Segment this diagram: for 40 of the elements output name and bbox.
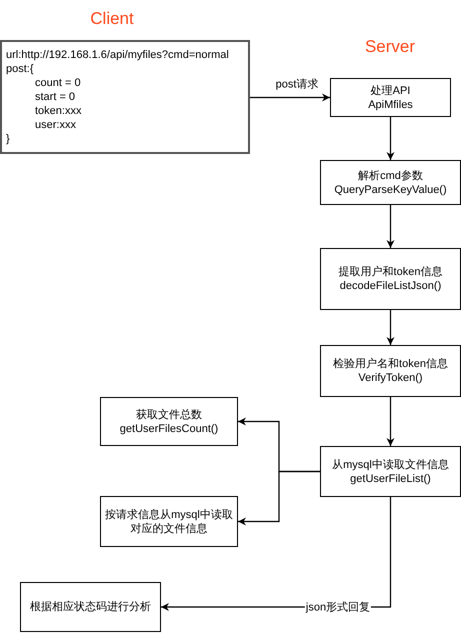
process-box bbox=[320, 160, 461, 205]
node-text: 解析cmd参数 bbox=[358, 168, 423, 182]
edge-label: json形式回复 bbox=[304, 600, 372, 614]
code-line: token:xxx bbox=[34, 104, 82, 118]
arrow bbox=[386, 117, 394, 160]
code-line: } bbox=[6, 132, 10, 146]
code-line: count = 0 bbox=[34, 76, 81, 90]
node-text: 从mysql中读取文件信息 bbox=[332, 458, 449, 472]
process-box bbox=[320, 446, 461, 497]
node-text: getUserFilesCount() bbox=[120, 422, 218, 436]
node-text: 获取文件总数 bbox=[136, 408, 202, 422]
request-box bbox=[0, 40, 250, 154]
node-text: 按请求信息从mysql中读取对应的文件信息 bbox=[105, 508, 233, 536]
code-line: url:http://192.168.1.6/api/myfiles?cmd=normal bbox=[6, 48, 229, 62]
node-text: VerifyToken() bbox=[358, 371, 423, 385]
arrow bbox=[386, 205, 394, 248]
node-text: decodeFileListJson() bbox=[340, 279, 442, 293]
section-title: Server bbox=[364, 37, 416, 57]
node-text: ApiMfiles bbox=[368, 98, 413, 112]
node-text: 根据相应状态码进行分析 bbox=[30, 600, 151, 614]
code-line: start = 0 bbox=[34, 90, 76, 104]
code-line: user:xxx bbox=[34, 118, 76, 132]
node-text: 检验用户名和token信息 bbox=[333, 357, 448, 371]
node-text: QueryParseKeyValue() bbox=[334, 182, 447, 196]
process-box bbox=[100, 397, 238, 446]
process-box bbox=[100, 496, 238, 547]
node-text: getUserFileList() bbox=[350, 472, 431, 486]
node-text: 提取用户和token信息 bbox=[338, 265, 442, 279]
code-line: post:{ bbox=[6, 62, 34, 76]
edge-label: post请求 bbox=[274, 76, 320, 92]
arrow bbox=[250, 94, 330, 102]
arrow bbox=[238, 470, 320, 526]
node-text: 处理API bbox=[370, 84, 410, 98]
section-title: Client bbox=[90, 9, 134, 29]
process-box bbox=[320, 345, 461, 397]
arrow bbox=[386, 310, 394, 345]
arrow bbox=[386, 397, 394, 446]
process-box bbox=[20, 582, 161, 632]
process-box bbox=[330, 78, 451, 117]
process-box bbox=[320, 248, 461, 310]
